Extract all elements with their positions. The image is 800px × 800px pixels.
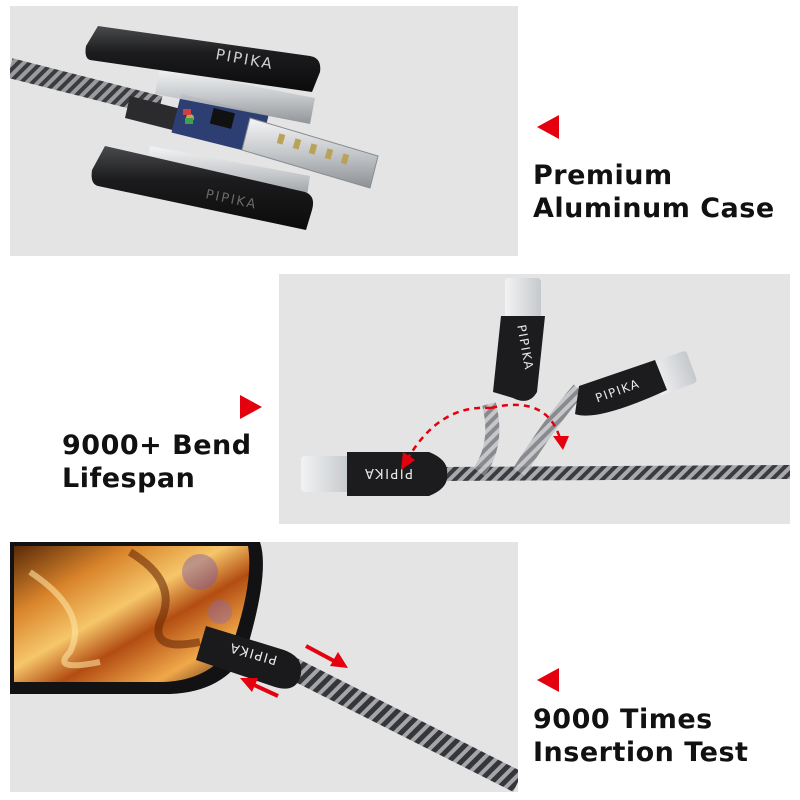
- feature-line: Insertion Test: [533, 737, 749, 768]
- feature-aluminum-case: Premium Aluminum Case: [533, 159, 775, 225]
- feature-line: Aluminum Case: [533, 193, 775, 224]
- upper-aluminum-shell: [155, 68, 315, 124]
- bend-arc-left: [405, 406, 492, 461]
- feature-line: 9000 Times: [533, 704, 713, 735]
- red-triangle-icon: [240, 395, 262, 419]
- feature-bend-lifespan: 9000+ Bend Lifespan: [62, 429, 252, 495]
- brand-text: PIPIKA: [363, 465, 413, 480]
- insertion-test-illustration: PIPIKA: [10, 542, 518, 792]
- feature-line: Premium: [533, 160, 673, 191]
- braided-cable: [438, 465, 790, 481]
- braided-cable: [275, 652, 518, 792]
- bend-arc-right: [490, 403, 563, 443]
- black-connector-housing: [347, 452, 448, 496]
- lightning-plug: [301, 456, 349, 492]
- insertion-arrows: [240, 644, 348, 698]
- black-connector-housing: [196, 626, 302, 689]
- lower-black-case: [91, 146, 314, 230]
- feature-line: 9000+ Bend: [62, 430, 252, 461]
- upper-black-case: [85, 26, 321, 92]
- feature-insertion-test: 9000 Times Insertion Test: [533, 703, 748, 769]
- black-connector-housing: [575, 360, 667, 416]
- black-connector-housing: [493, 316, 545, 401]
- lightning-plug-vertical: [505, 278, 541, 318]
- red-triangle-icon: [537, 115, 559, 139]
- red-triangle-icon: [537, 668, 559, 692]
- exploded-connector-illustration: PIPIKA PIPIKA: [10, 26, 379, 230]
- feature-line: Lifespan: [62, 463, 196, 494]
- bend-test-illustration: PIPIKA PIPIKA PIPIKA: [301, 278, 790, 496]
- bend-test-photo: PIPIKA PIPIKA PIPIKA: [279, 274, 790, 524]
- insertion-test-photo: PIPIKA: [10, 542, 518, 792]
- aluminum-case-photo: PIPIKA PIPIKA: [10, 6, 518, 256]
